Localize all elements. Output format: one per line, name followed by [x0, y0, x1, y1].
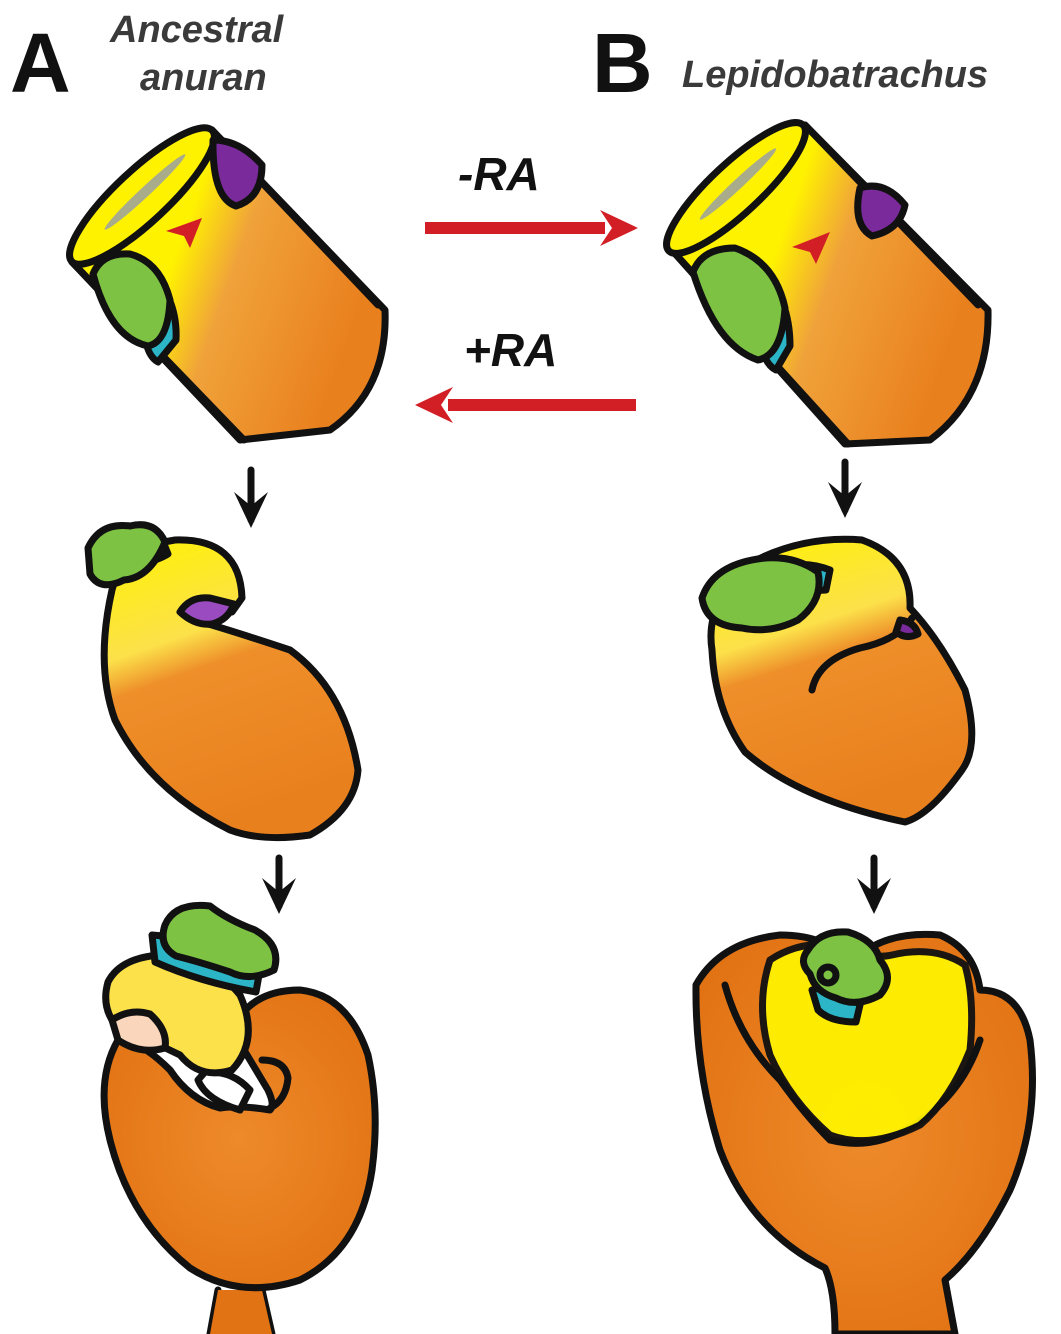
down-arrow-b-2	[857, 858, 891, 914]
panel-a-final-heart	[104, 905, 375, 1334]
panel-b-looping-heart	[702, 539, 972, 822]
plus-ra-label: +RA	[464, 324, 557, 376]
minus-ra-arrow	[425, 210, 638, 246]
down-arrow-b-1	[828, 462, 862, 518]
panel-b-final-heart	[696, 932, 1033, 1334]
panel-b-title: Lepidobatrachus	[682, 54, 988, 96]
down-arrow-a-2	[262, 858, 296, 914]
panel-a-title-line2: anuran	[140, 57, 267, 99]
panel-a-title-line1: Ancestral	[109, 9, 285, 51]
panel-a-letter: A	[10, 16, 71, 110]
minus-ra-label: -RA	[458, 148, 540, 200]
panel-a-heart-tube	[54, 112, 385, 440]
plus-ra-arrow	[415, 387, 636, 423]
panel-b-heart-tube	[652, 107, 988, 444]
panel-a-looping-heart	[88, 525, 358, 838]
panel-b-letter: B	[592, 16, 653, 110]
down-arrow-a-1	[234, 470, 268, 528]
